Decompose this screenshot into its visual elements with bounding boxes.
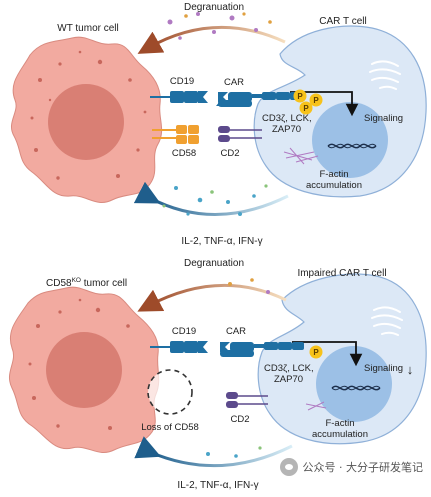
tumor-cell [10, 36, 163, 203]
cytokine-flow [134, 436, 293, 468]
cd2-receptor [226, 392, 268, 408]
car-t-cell [253, 25, 427, 198]
signaling-label: Signaling [364, 113, 403, 124]
car-t-cell-impaired [257, 273, 427, 445]
cytokine-label: IL-2, TNF-α, IFN-γ [181, 236, 262, 247]
factin-label-line2: accumulation [306, 180, 362, 191]
cd58-receptor [152, 125, 199, 144]
watermark: 公众号 · 大分子研发笔记 [279, 456, 424, 478]
degranulation-arrow [137, 283, 287, 312]
cd19-receptor [150, 341, 208, 353]
cytokine-arrow [134, 436, 293, 468]
degranulation-label: Degranuation [184, 258, 244, 269]
cd19-receptor [150, 91, 208, 103]
f-actin-icon [305, 401, 327, 411]
t-cell-nucleus [312, 102, 388, 178]
cd19-label: CD19 [172, 326, 196, 337]
kinase-label-line2: ZAP70 [272, 124, 301, 135]
dna-strand-icon [327, 143, 377, 149]
cytokine-flow [133, 181, 289, 216]
phospho-badges: P [309, 345, 323, 359]
dna-strand-icon [331, 385, 381, 391]
cd2-receptor [218, 126, 262, 142]
signaling-arrow [290, 91, 359, 117]
kinase-label-line2: ZAP70 [274, 374, 303, 385]
car-receptor [216, 92, 302, 107]
missing-cd58-outline [147, 369, 193, 415]
svg-text:P: P [313, 96, 319, 105]
cd2-label: CD2 [230, 414, 249, 425]
granule-dots [228, 278, 254, 286]
degranulation-flow [137, 278, 287, 312]
golgi-icon [369, 60, 401, 90]
tumor-nucleus [48, 84, 124, 160]
panel-ko: CD58KO tumor cell Impaired CAR T cell CD… [8, 258, 427, 491]
t-cell-label: Impaired CAR T cell [297, 268, 386, 279]
tumor-granules [30, 50, 147, 180]
granule-dots [167, 12, 258, 40]
signaling-label: Signaling [364, 363, 403, 374]
svg-text:P: P [297, 92, 303, 101]
tumor-cell-label: WT tumor cell [57, 23, 119, 34]
svg-text:P: P [303, 104, 309, 113]
degranulation-arrow [137, 25, 286, 54]
panel-wt: WT tumor cell CAR T cell C [10, 2, 427, 247]
cytokine-label: IL-2, TNF-α, IFN-γ [177, 480, 258, 491]
t-cell-nucleus [316, 346, 392, 422]
watermark-text: 公众号 · 大分子研发笔记 [302, 461, 424, 474]
phospho-icon [309, 93, 323, 107]
svg-text:P: P [313, 348, 319, 357]
tumor-cell-ko [8, 286, 193, 453]
cd58-label: CD58 [172, 148, 196, 159]
cd2-label: CD2 [220, 148, 239, 159]
car-label: CAR [226, 326, 246, 337]
car-receptor [220, 342, 304, 357]
cytokine-dots [174, 186, 256, 216]
phospho-icon [299, 101, 313, 115]
phospho-badges: P P P [293, 89, 323, 115]
tumor-granules [28, 298, 130, 430]
tumor-cell-ko-label: CD58KO tumor cell [46, 277, 127, 289]
signaling-arrow [292, 341, 363, 367]
tumor-nucleus [46, 332, 122, 408]
wechat-icon [279, 458, 298, 476]
kinase-label-line1: CD3ζ, LCK, [262, 113, 312, 124]
cytokine-arrow [133, 181, 289, 216]
cytokine-dots [206, 452, 238, 458]
golgi-icon [371, 306, 403, 336]
phospho-icon [309, 345, 323, 359]
t-cell-label: CAR T cell [319, 16, 366, 27]
kinase-label-line1: CD3ζ, LCK, [264, 363, 314, 374]
factin-label-line1: F-actin [325, 418, 354, 429]
degranulation-label: Degranuation [184, 2, 244, 13]
factin-label-line2: accumulation [312, 429, 368, 440]
loss-of-cd58-label: Loss of CD58 [141, 422, 199, 433]
f-actin-icon [283, 147, 319, 165]
degranulation-flow [137, 12, 286, 54]
factin-label-line1: F-actin [319, 169, 348, 180]
signaling-down-arrow: ↓ [407, 362, 414, 377]
phospho-icon [293, 89, 307, 103]
cd19-label: CD19 [170, 76, 194, 87]
car-label: CAR [224, 77, 244, 88]
